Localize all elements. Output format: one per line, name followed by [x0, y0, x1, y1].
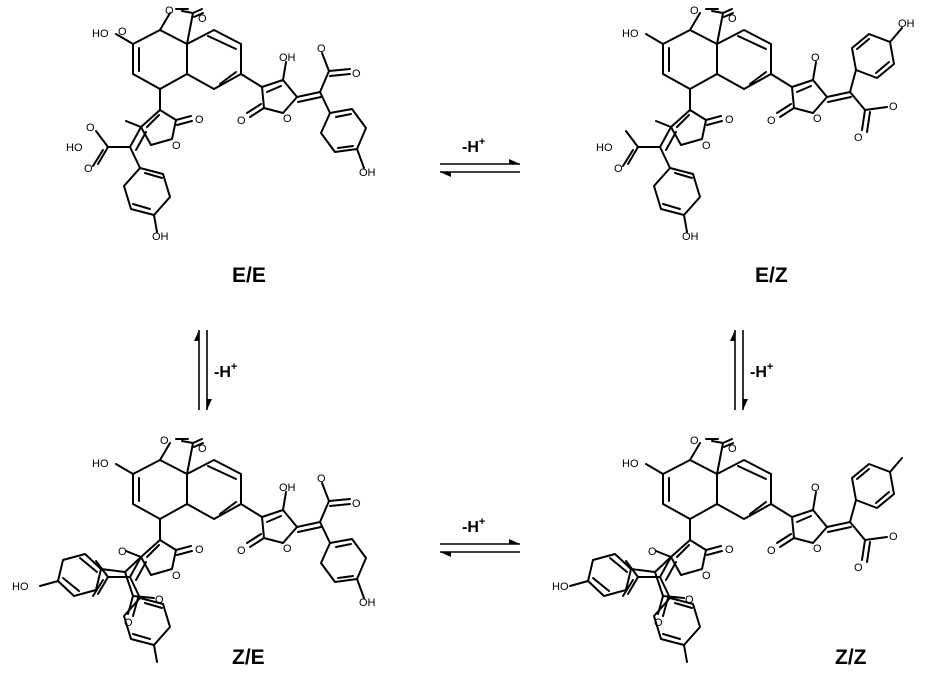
- atom-label: O: [889, 101, 898, 113]
- atom-label: OH: [279, 482, 296, 494]
- zz-lower-substituent: HO O O: [552, 553, 694, 629]
- equilibrium-ze-zz: -H+: [440, 516, 520, 557]
- atom-label: O: [283, 543, 292, 555]
- atom-label: O: [352, 498, 361, 510]
- isomer-label-ze: Z/E: [232, 646, 265, 669]
- atom-label: O: [195, 544, 204, 556]
- atom-label: OH: [682, 231, 699, 243]
- equilibrium-ee-ze: -H+: [194, 330, 237, 410]
- atom-label: O: [237, 545, 246, 557]
- atom-label: O: [854, 132, 863, 144]
- atom-label: O: [767, 115, 776, 127]
- atom-label: O: [198, 13, 207, 25]
- atom-label: O: [854, 562, 863, 574]
- atom-label: O: [614, 163, 623, 175]
- molecule-ez: O O HO HO O O O OH O O O O O OH E/Z: [596, 5, 915, 287]
- atom-label: O: [160, 435, 169, 447]
- atom-label: HO: [622, 28, 639, 40]
- atom-label: OH: [152, 231, 169, 243]
- atom-label: O: [728, 13, 737, 25]
- atom-label: O: [283, 113, 292, 125]
- atom-label: HO: [92, 458, 109, 470]
- atom-label: O: [654, 617, 663, 629]
- atom-label: O: [317, 43, 326, 55]
- atom-label: O: [767, 545, 776, 557]
- molecule-ee: O O O HO HO O O O O OH OH O O O O OH E/E: [66, 5, 376, 287]
- atom-label: O: [685, 594, 694, 606]
- condition-label: -H+: [214, 361, 237, 381]
- atom-label: O: [198, 443, 207, 455]
- molecule-ze: O O HO O O O OH O O O O OH Z/E: [92, 435, 376, 669]
- atom-label: O: [124, 617, 133, 629]
- atom-label: O: [725, 114, 734, 126]
- molecule-zz: O O HO O O O O O O O O Z/Z: [622, 435, 903, 669]
- atom-label: O: [813, 113, 822, 125]
- atom-label: O: [702, 570, 711, 582]
- atom-label: HO: [92, 28, 109, 40]
- atom-label: O: [155, 594, 164, 606]
- atom-label: O: [702, 140, 711, 152]
- ze-lower-substituent: HO O O: [12, 553, 164, 629]
- condition-label: -H+: [462, 136, 485, 156]
- atom-label: O: [811, 482, 820, 494]
- condition-label: -H+: [750, 361, 773, 381]
- isomer-label-ee: E/E: [232, 264, 266, 287]
- atom-label: O: [195, 114, 204, 126]
- isomer-label-ez: E/Z: [755, 264, 788, 287]
- atom-label: OH: [359, 597, 376, 609]
- atom-label: HO: [596, 142, 613, 154]
- atom-label: O: [648, 546, 657, 558]
- atom-label: O: [172, 140, 181, 152]
- atom-label: O: [352, 68, 361, 80]
- condition-label: -H+: [462, 516, 485, 536]
- atom-label: O: [118, 26, 127, 38]
- atom-label: HO: [552, 581, 569, 593]
- atom-label: HO: [622, 458, 639, 470]
- atom-label: O: [889, 531, 898, 543]
- atom-label: O: [317, 473, 326, 485]
- atom-label: O: [172, 570, 181, 582]
- atom-label: HO: [66, 142, 83, 154]
- equilibrium-ez-zz: -H+: [730, 330, 773, 410]
- atom-label: O: [84, 163, 93, 175]
- atom-label: O: [728, 443, 737, 455]
- atom-label: HO: [12, 581, 29, 593]
- atom-label: O: [811, 52, 820, 64]
- equilibrium-ee-ez: -H+: [440, 136, 520, 177]
- atom-label: OH: [279, 52, 296, 64]
- atom-label: O: [690, 435, 699, 447]
- atom-label: O: [690, 5, 699, 17]
- atom-label: O: [725, 544, 734, 556]
- atom-label: O: [813, 543, 822, 555]
- atom-label: O: [118, 546, 127, 558]
- atom-label: OH: [898, 18, 915, 30]
- atom-label: O: [237, 115, 246, 127]
- isomer-label-zz: Z/Z: [835, 646, 867, 669]
- atom-label: O: [165, 5, 174, 17]
- atom-label: OH: [359, 167, 376, 179]
- atom-label: O: [86, 122, 95, 134]
